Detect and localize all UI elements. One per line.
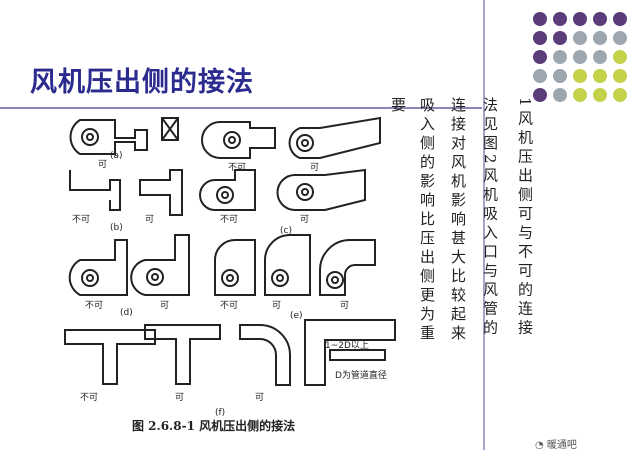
decor-dot [533,88,547,102]
label-ok: 可 [255,392,264,403]
slide-title: 风机压出侧的接法 [30,67,254,98]
decor-dot [613,50,627,64]
figure-label-d: (d) [120,308,133,318]
figure-caption: 图 2.6.8-1 风机压出侧的接法 [132,419,296,433]
label-not-ok: 不可 [72,214,90,225]
note-1-2d: 1~2D以上 [325,340,369,351]
label-not-ok: 不可 [85,300,103,311]
label-ok: 可 [160,300,169,311]
decor-dot [533,31,547,45]
label-ok: 可 [300,214,309,225]
decor-dot [553,69,567,83]
figure-label-c: (c) [280,226,292,236]
label-not-ok: 不可 [220,214,238,225]
decor-dot [593,12,607,26]
fan-diagram-c1 [199,169,256,211]
body-text-column: 连接对风机影响甚大比较起来 [449,97,467,344]
body-text-column: 要 [389,97,407,116]
decor-dot [533,50,547,64]
decor-dot [573,50,587,64]
label-ok: 可 [145,214,154,225]
figure-label-f: (f) [215,408,225,418]
watermark-logo: ◔ 暖通吧 [535,440,577,451]
title-underline [0,107,482,109]
label-ok: 可 [340,300,349,311]
body-text-column: 1风机压出侧可与不可的连接 [516,97,534,339]
decor-dot [573,69,587,83]
fan-diagram-a1 [69,119,148,155]
figure-label-b: (b) [110,223,123,233]
duct-section-a [161,117,179,141]
decor-dot [573,12,587,26]
decor-dot [593,31,607,45]
decor-dot [553,50,567,64]
tee-diagram-f2 [144,324,221,385]
label-ok: 可 [272,300,281,311]
fan-diagram-d2 [130,234,190,296]
decor-dot [593,69,607,83]
label-ok: 可 [310,162,319,173]
branch-diagram-f4 [304,319,396,386]
fan-connection-figure: 可 (a) 不可 可 不可 可 (b) 不可 (c) 可 不可 (d) 可 不可… [64,116,396,418]
label-ok: 可 [175,392,184,403]
figure-label-e: (e) [290,311,303,321]
decor-dot [553,12,567,26]
decor-dot [613,31,627,45]
fan-diagram-d1 [68,239,128,296]
figure-label-a: (a) [110,151,123,161]
label-ok: 可 [98,159,107,170]
fan-diagram-c2 [276,168,366,211]
vertical-divider [483,0,485,450]
label-not-ok: 不可 [228,162,246,173]
decorative-dot-grid [533,12,635,112]
fan-diagram-e1 [214,239,256,296]
tee-diagram-f1 [64,329,156,385]
decor-dot [593,88,607,102]
fan-diagram-a2 [201,121,276,159]
decor-dot [613,69,627,83]
note-d: D为管道直径 [335,369,387,381]
decor-dot [573,31,587,45]
decor-dot [533,12,547,26]
fan-diagram-e2 [264,234,311,296]
decor-dot [613,12,627,26]
fan-diagram-a3 [288,116,381,159]
decor-dot [613,88,627,102]
decor-dot [573,88,587,102]
fan-diagram-e3 [319,239,376,296]
decor-dot [553,88,567,102]
label-not-ok: 不可 [80,392,98,403]
decor-dot [593,50,607,64]
decor-dot [533,69,547,83]
body-text-column: 吸入侧的影响比压出侧更为重 [418,97,436,344]
label-not-ok: 不可 [220,300,238,311]
elbow-diagram-f3 [239,324,291,386]
duct-diagram-b1 [69,170,121,211]
body-text-column: 法见图2风机吸入口与风管的 [481,97,499,339]
duct-diagram-b2 [139,169,183,216]
decor-dot [553,31,567,45]
